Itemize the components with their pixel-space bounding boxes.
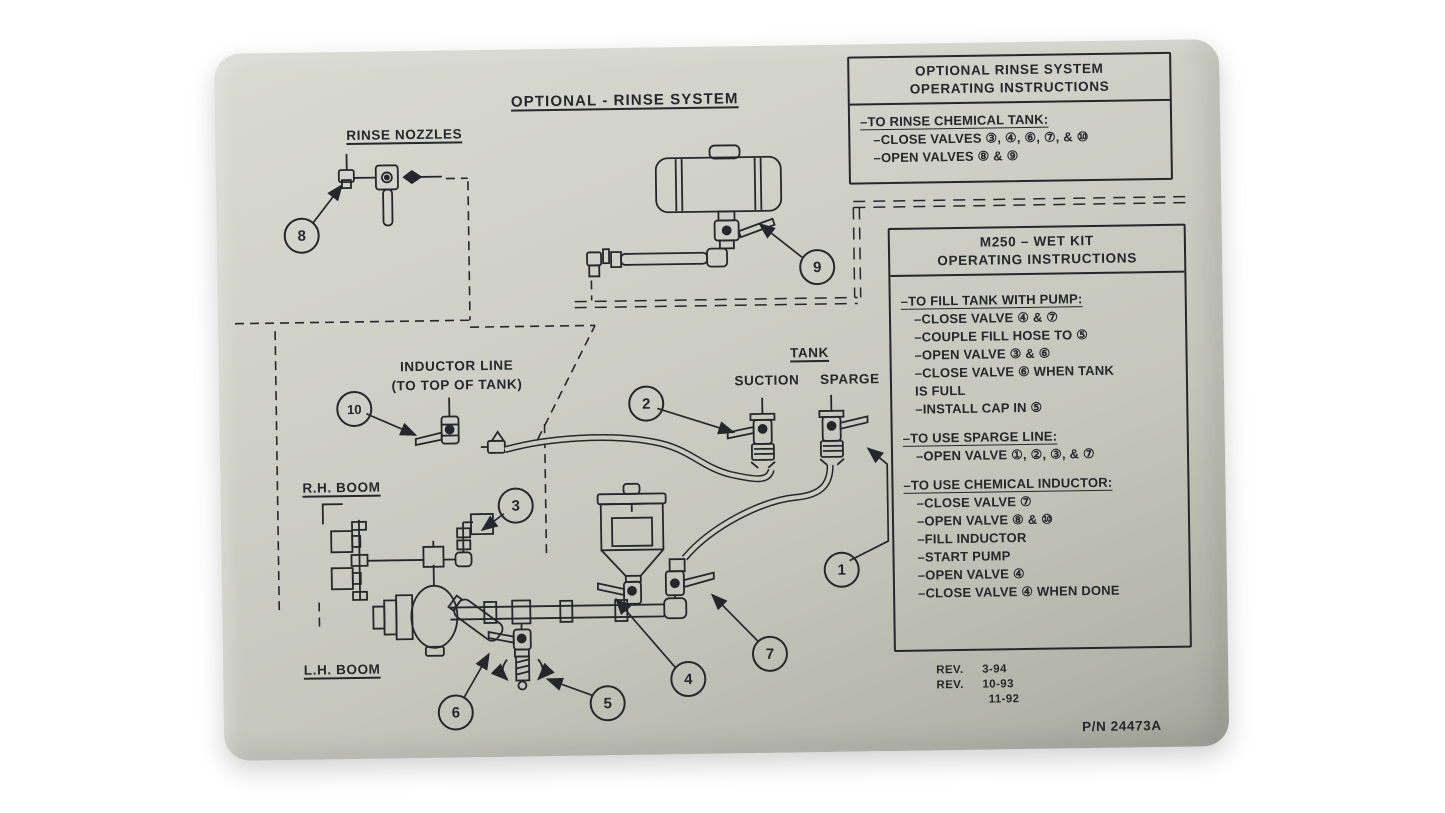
revision-date: 3-94 — [982, 663, 1007, 676]
agitation-valve-strainer — [487, 623, 555, 691]
revision-date: 11-92 — [988, 693, 1020, 706]
revision-row: 11-92 — [937, 692, 1020, 708]
label-lh-boom: L.H. BOOM — [303, 661, 381, 678]
pump — [372, 564, 459, 657]
instruction-section-fill: –TO FILL TANK WITH PUMP: –CLOSE VALVE ④ … — [901, 289, 1179, 419]
revision-label — [937, 693, 989, 709]
instruction-decal: OPTIONAL - RINSE SYSTEM RINSE NOZZLES IN… — [214, 39, 1230, 761]
revision-row: REV. 10-93 — [936, 677, 1019, 693]
callout-leaders — [311, 183, 890, 699]
instruction-line: –INSTALL CAP IN ⑤ — [915, 399, 1043, 417]
diagram-line-art — [234, 144, 1192, 699]
rinse-instructions-box: OPTIONAL RINSE SYSTEM OPERATING INSTRUCT… — [847, 51, 1173, 185]
suction-valve — [726, 397, 776, 469]
fill-tee-fitting — [480, 430, 506, 454]
revision-label: REV. — [936, 663, 964, 677]
wet-kit-title-line2: OPERATING INSTRUCTIONS — [937, 250, 1138, 269]
wet-kit-box-title: M250 – WET KIT OPERATING INSTRUCTIONS — [889, 225, 1185, 277]
rinse-nozzles-assembly — [337, 154, 442, 227]
label-rinse-nozzles: RINSE NOZZLES — [346, 126, 463, 144]
label-sparge: SPARGE — [819, 371, 880, 388]
instruction-section-inductor: –TO USE CHEMICAL INDUCTOR: –CLOSE VALVE … — [903, 473, 1181, 603]
label-tank: TANK — [789, 344, 830, 361]
instruction-section-sparge: –TO USE SPARGE LINE: –OPEN VALVE ①, ②, ③… — [903, 426, 1180, 466]
rinse-box-title: OPTIONAL RINSE SYSTEM OPERATING INSTRUCT… — [849, 53, 1170, 106]
main-title: OPTIONAL - RINSE SYSTEM — [510, 90, 739, 111]
rinse-region-boundary — [574, 195, 1192, 309]
wet-kit-box-body: –TO FILL TANK WITH PUMP: –CLOSE VALVE ④ … — [890, 273, 1189, 607]
sparge-valve — [818, 394, 869, 466]
revision-row: REV. 3-94 — [936, 662, 1019, 678]
revision-block: REV. 3-94 REV. 10-93 11-92 — [936, 662, 1019, 708]
rinse-box-body: –TO RINSE CHEMICAL TANK: –CLOSE VALVES ③… — [850, 101, 1171, 172]
chemical-inductor — [596, 482, 667, 583]
return-elbow-valve — [663, 558, 715, 620]
instruction-line: –CLOSE VALVE ④ WHEN DONE — [917, 582, 1120, 601]
part-number: P/N 24473A — [1081, 718, 1162, 735]
inductor-line-valve — [414, 397, 460, 447]
label-inductor-line: INDUCTOR LINE (TO TOP OF TANK) — [391, 355, 522, 395]
boom-nozzle-cluster — [321, 503, 369, 601]
label-suction: SUCTION — [734, 372, 800, 389]
rinse-tank — [586, 144, 783, 278]
inductor-valve — [596, 580, 643, 605]
revision-label: REV. — [936, 678, 964, 692]
rinse-box-title-line2: OPERATING INSTRUCTIONS — [909, 78, 1110, 97]
label-rh-boom: R.H. BOOM — [302, 479, 381, 496]
revision-date: 10-93 — [982, 678, 1014, 691]
label-inductor-line-2: (TO TOP OF TANK) — [391, 376, 523, 394]
dashed-boundaries — [234, 177, 596, 630]
wet-kit-instructions-box: M250 – WET KIT OPERATING INSTRUCTIONS –T… — [887, 223, 1192, 652]
label-inductor-line-1: INDUCTOR LINE — [399, 357, 514, 375]
instruction-line: –OPEN VALVES ⑧ & ⑨ — [873, 148, 1019, 166]
boom-cross-and-valve3 — [366, 513, 495, 568]
y-strainer — [447, 594, 504, 642]
instruction-line: –OPEN VALVE ①, ②, ③, & ⑦ — [915, 445, 1095, 464]
